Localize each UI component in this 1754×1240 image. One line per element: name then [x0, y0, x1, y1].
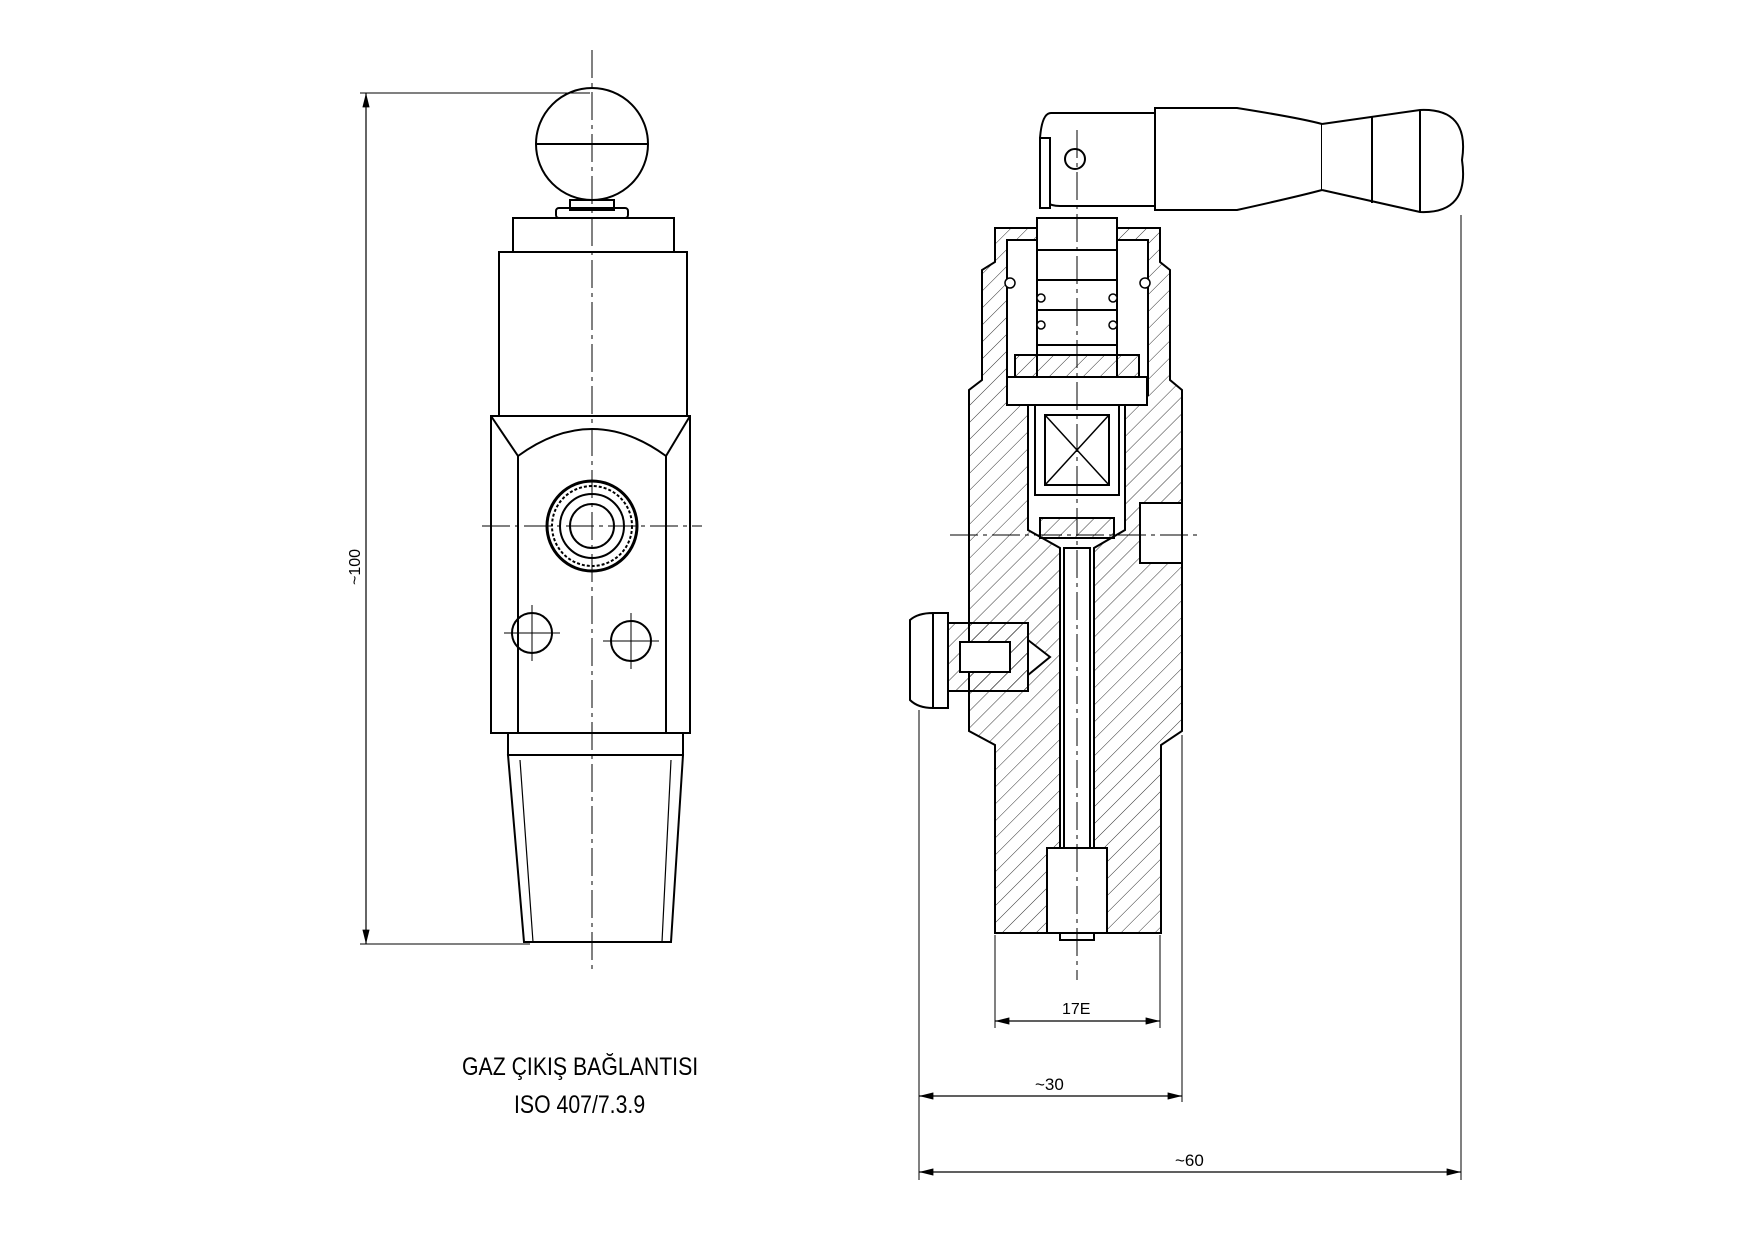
cap — [512, 217, 675, 253]
lever-handle — [1039, 107, 1465, 214]
caption-title: GAZ ÇIKIŞ BAĞLANTISI — [462, 1053, 699, 1081]
side-plug — [932, 612, 949, 709]
lower-body — [490, 415, 691, 734]
taper-thread — [506, 754, 685, 943]
dim-thread-label: 17E — [1062, 1001, 1090, 1018]
section-view — [909, 107, 1465, 1180]
dim-total-width-label: ~60 — [1175, 1151, 1204, 1170]
dim-body-width-label: ~30 — [1035, 1075, 1064, 1094]
caption-standard: ISO 407/7.3.9 — [514, 1091, 646, 1119]
front-view — [360, 50, 702, 970]
dim-height-label: ~100 — [347, 549, 364, 585]
upper-body — [498, 251, 688, 417]
